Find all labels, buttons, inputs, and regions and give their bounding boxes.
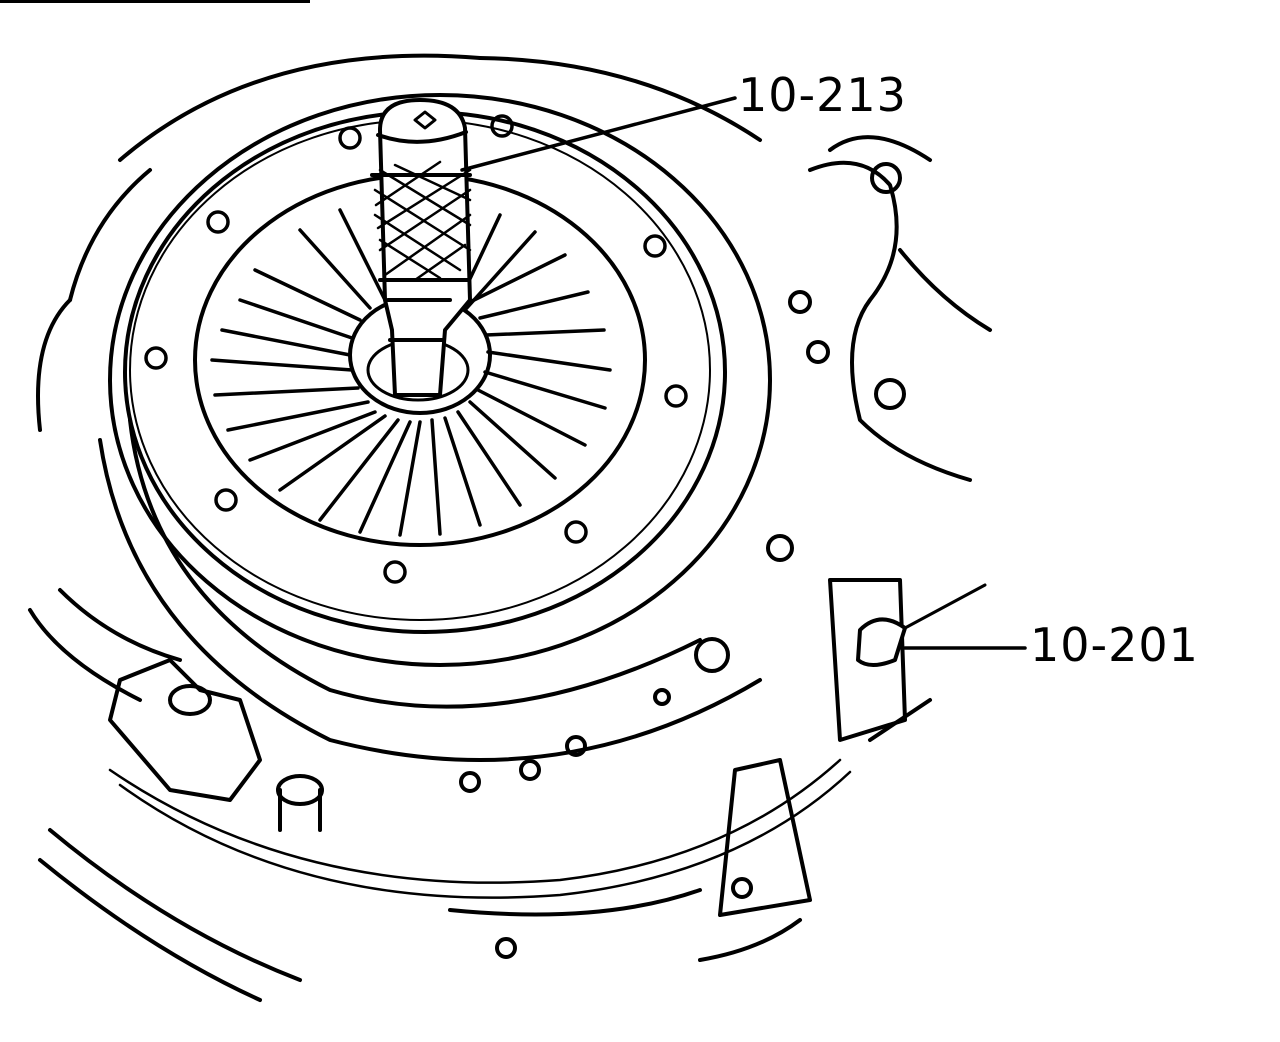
flywheel-outline	[28, 53, 802, 1002]
locking-bracket	[495, 578, 932, 959]
tool-label-upper: 10-213	[738, 68, 907, 122]
leader-line-upper	[460, 96, 737, 172]
lower-flange-bolts	[108, 290, 830, 832]
scan-edge-line	[0, 0, 310, 3]
engine-block-flange	[808, 135, 992, 482]
ring-gear-teeth	[108, 758, 852, 899]
tool-label-lower: 10-201	[1030, 618, 1199, 672]
cover-bolt-holes	[144, 114, 688, 584]
leader-line-lower-diag	[903, 583, 987, 630]
alignment-tool	[370, 98, 472, 397]
